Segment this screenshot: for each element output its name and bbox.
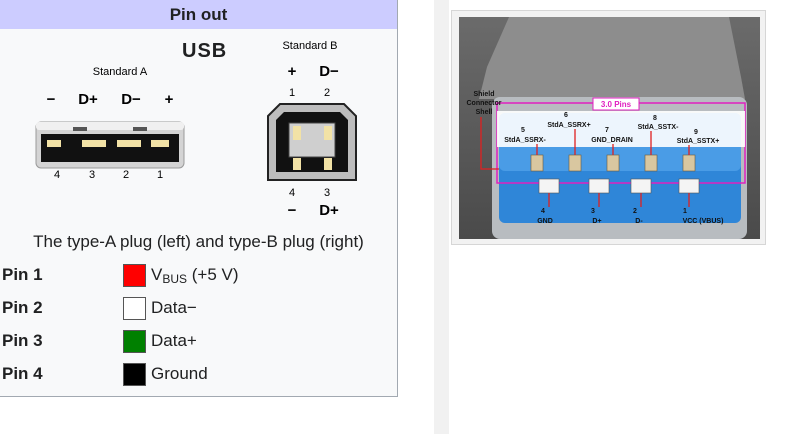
pin-row: Pin 4 Ground [2, 359, 382, 389]
usb-heading: USB [182, 40, 228, 62]
standard-b-plug [267, 103, 357, 181]
pin-8-name: StdA_SSTX- [638, 124, 680, 131]
std-b-num-4: 4 [289, 187, 295, 199]
plug-caption: The type-A plug (left) and type-B plug (… [33, 232, 364, 251]
usb3-connector-illustration: 3.0 Pins Shield Connector Shell 5 StdA_S… [459, 17, 760, 239]
pin-description: Data+ [151, 331, 197, 350]
pin-color-swatch [123, 296, 146, 320]
pin-2-name: D- [635, 218, 643, 225]
pin-6-num: 6 [564, 112, 568, 119]
pin-color-swatch [123, 362, 146, 386]
std-b-sign-dminus: D− [319, 63, 339, 80]
pin-1-name: VCC (VBUS) [683, 218, 724, 225]
std-b-sign-plus: + [288, 63, 297, 80]
pin-2-num: 2 [633, 208, 637, 215]
pin-7-name: GND_DRAIN [591, 137, 633, 144]
std-a-pin-2: 2 [123, 169, 129, 181]
pinout-infobox: Pin out USB Standard A − D+ D− + 4 3 2 1… [0, 0, 398, 397]
std-b-num-3: 3 [324, 187, 330, 199]
pin-row: Pin 3 Data+ [2, 326, 382, 356]
pin-label: Pin 3 [2, 331, 43, 350]
std-a-sign-3: D− [121, 91, 141, 108]
usb-plug-diagram: Standard A − D+ D− + 4 3 2 1 Standard B … [35, 40, 357, 219]
usb3-connector-photo[interactable]: 3.0 Pins Shield Connector Shell 5 StdA_S… [451, 10, 766, 245]
pin-description: Data− [151, 298, 197, 317]
pin-8-num: 8 [653, 115, 657, 122]
std-a-sign-4: + [165, 91, 174, 108]
std-a-pin-3: 3 [89, 169, 95, 181]
pin-1-num: 1 [683, 208, 687, 215]
pin-color-swatch [123, 329, 146, 353]
std-a-pin-1: 1 [157, 169, 163, 181]
pin-label: Pin 2 [2, 298, 43, 317]
pin-description: VBUS (+5 V) [151, 264, 239, 286]
standard-b-label: Standard B [282, 40, 337, 52]
pin-label: Pin 4 [2, 364, 43, 383]
shell-label-3: Shell [476, 109, 493, 116]
shell-label-1: Shield [473, 91, 494, 98]
pin-9-name: StdA_SSTX+ [677, 138, 720, 145]
pin-3-num: 3 [591, 208, 595, 215]
std-a-pin-4: 4 [54, 169, 60, 181]
std-a-sign-2: D+ [78, 91, 98, 108]
pins-box-label: 3.0 Pins [601, 100, 632, 109]
pin-color-swatch [123, 263, 146, 287]
pin-9-num: 9 [694, 129, 698, 136]
pin-label: Pin 1 [2, 265, 43, 284]
shell-label-2: Connector [467, 100, 502, 107]
pin-row: Pin 1 VBUS (+5 V) [2, 260, 382, 290]
pin-6-name: StdA_SSRX+ [547, 122, 590, 129]
pin-4-name: GND [537, 218, 553, 225]
std-b-num-1: 1 [289, 87, 295, 99]
pin-7-num: 7 [605, 127, 609, 134]
pin-4-num: 4 [541, 208, 545, 215]
pin-5-num: 5 [521, 127, 525, 134]
std-a-sign-1: − [47, 91, 56, 108]
pin-description: Ground [151, 364, 208, 383]
infobox-header: Pin out [0, 0, 397, 29]
std-b-sign-dplus: D+ [319, 202, 339, 219]
pin-5-name: StdA_SSRX- [504, 137, 546, 144]
standard-a-plug [35, 121, 185, 169]
pin-3-name: D+ [592, 218, 601, 225]
pin-row: Pin 2 Data− [2, 293, 382, 323]
std-b-num-2: 2 [324, 87, 330, 99]
layout-gutter [434, 0, 449, 434]
standard-a-label: Standard A [93, 66, 148, 78]
std-b-sign-minus: − [288, 202, 297, 219]
